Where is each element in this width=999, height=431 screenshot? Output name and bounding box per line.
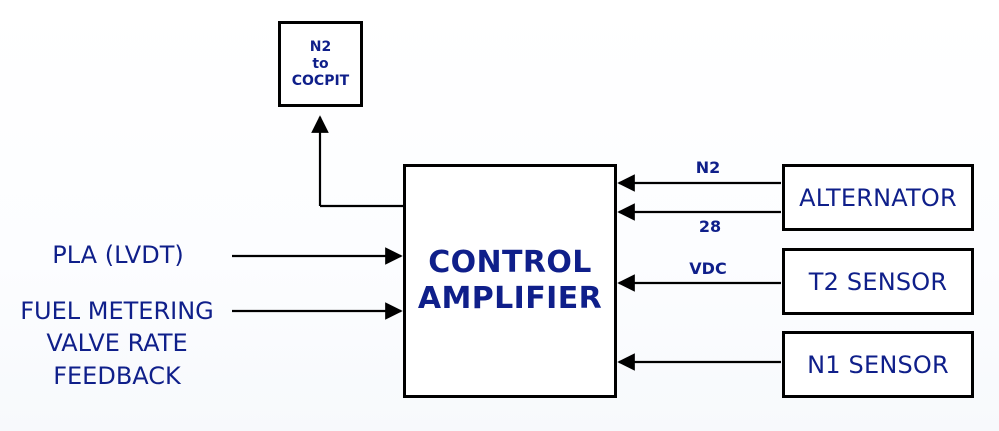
- n1-sensor-box: N1 SENSOR: [782, 331, 974, 398]
- cockpit-box-line-1: N2: [309, 39, 332, 55]
- alternator-box: ALTERNATOR: [782, 164, 974, 231]
- cockpit-box-line-2: to: [312, 56, 329, 72]
- t2-sensor-label: T2 SENSOR: [808, 267, 948, 296]
- n1-sensor-label: N1 SENSOR: [807, 350, 949, 379]
- fuel-metering-label-group: FUEL METERING VALVE RATE FEEDBACK: [10, 295, 224, 392]
- n2-signal-label: N2: [695, 158, 721, 177]
- fuel-metering-line-3: FEEDBACK: [53, 361, 181, 390]
- vdc-signal-label: VDC: [689, 259, 727, 278]
- t2-sensor-box: T2 SENSOR: [782, 248, 974, 315]
- pla-text: PLA (LVDT): [52, 241, 184, 269]
- cockpit-output-box: N2 to COCPIT: [278, 21, 363, 107]
- fuel-metering-line-2: VALVE RATE: [46, 329, 188, 358]
- 28-signal-label: 28: [698, 217, 722, 236]
- fuel-metering-line-1: FUEL METERING: [20, 297, 214, 325]
- control-amplifier-line-2: AMPLIFIER: [417, 281, 603, 316]
- control-amplifier-line-1: CONTROL: [428, 244, 592, 280]
- pla-label: PLA (LVDT): [18, 239, 218, 271]
- alternator-label: ALTERNATOR: [799, 183, 957, 212]
- cockpit-box-line-3: COCPIT: [291, 73, 350, 89]
- control-amplifier-box: CONTROL AMPLIFIER: [403, 164, 617, 398]
